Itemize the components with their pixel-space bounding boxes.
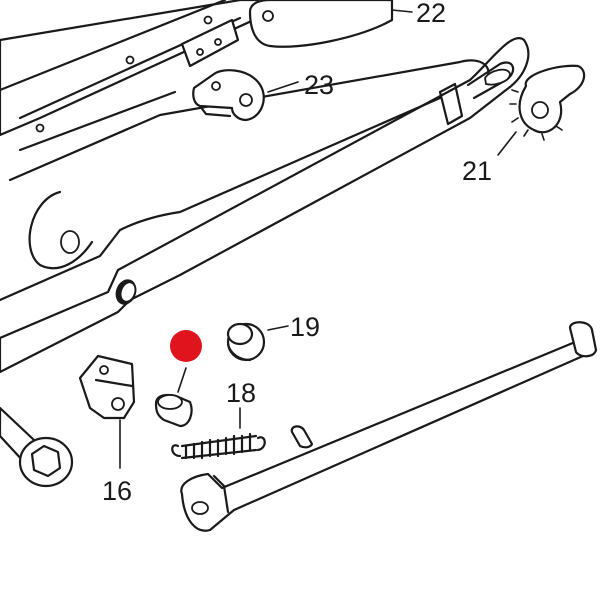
leader-19 — [267, 325, 289, 331]
part-23 — [192, 69, 265, 122]
callout-21: 21 — [462, 156, 492, 186]
part-17-bushing — [154, 393, 193, 428]
leader-bushing — [177, 367, 187, 393]
leader-23 — [267, 81, 299, 93]
leader-21 — [497, 131, 517, 156]
highlight-marker — [170, 330, 202, 362]
pivot-bolt — [0, 406, 74, 488]
leader-22 — [391, 9, 413, 13]
part-18 — [171, 432, 266, 460]
side-stand — [180, 321, 598, 532]
callout-23: 23 — [304, 70, 334, 100]
upper-frame-member — [0, 0, 260, 137]
callout-18: 18 — [226, 378, 256, 408]
callout-22: 22 — [416, 0, 446, 28]
part-21 — [509, 64, 586, 141]
callout-19: 19 — [290, 312, 320, 342]
frame-bracket — [180, 18, 240, 68]
callout-16: 16 — [102, 476, 132, 506]
part-22 — [248, 0, 394, 48]
part-19 — [226, 322, 266, 362]
part-16 — [78, 354, 136, 420]
swingarm — [0, 37, 530, 374]
small-pin — [290, 425, 314, 449]
